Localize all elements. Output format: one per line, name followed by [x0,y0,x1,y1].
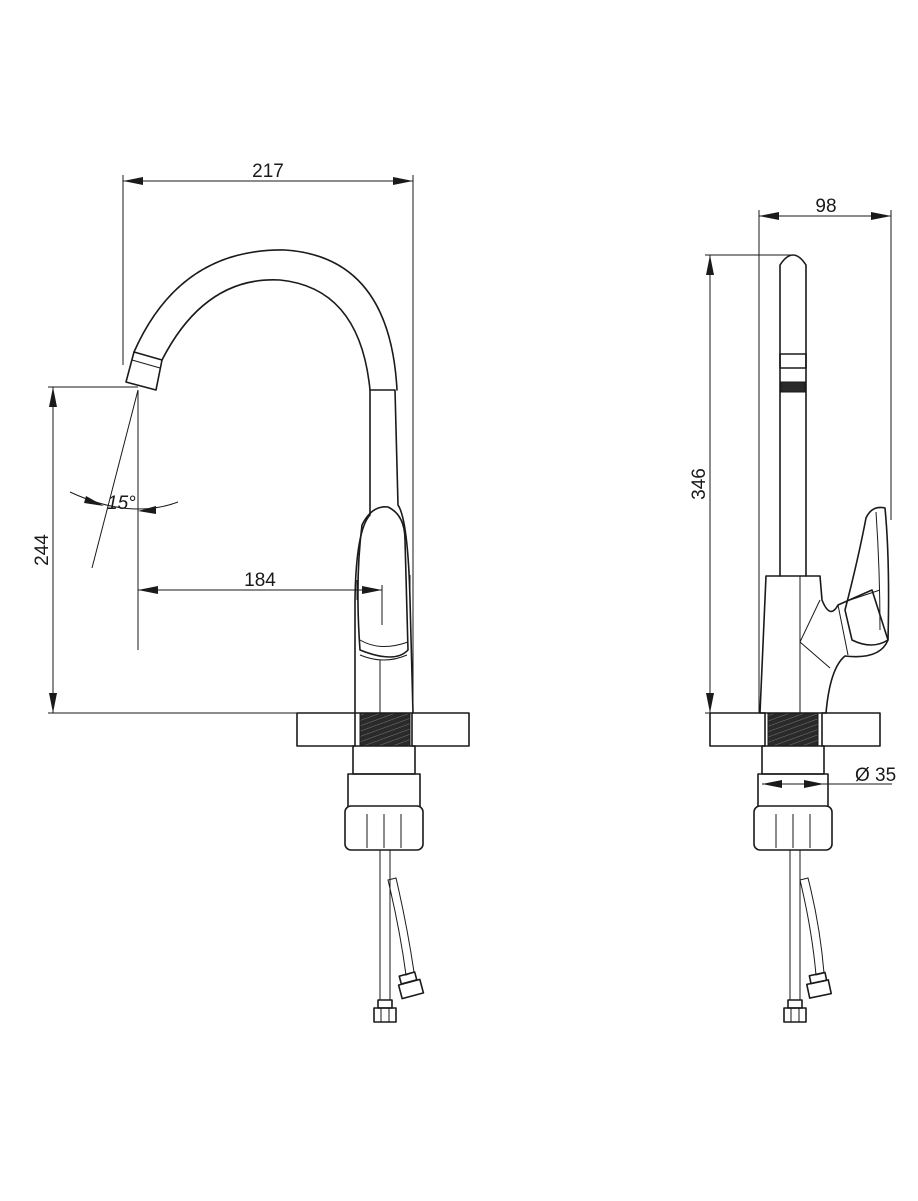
front-mounting-nut [344,745,424,851]
side-spout-stem [779,254,807,577]
front-shank-thread [359,712,411,747]
side-dim-width-label: 98 [815,196,836,217]
side-dim-diameter-label: Ø 35 [855,765,896,786]
front-dim-angle-label: 15° [107,493,136,514]
front-supply-hoses [373,849,425,1023]
side-dim-height: 346 [689,254,793,714]
front-dim-reach-label: 184 [244,570,276,591]
side-dim-height-label: 346 [689,468,710,500]
front-view: 217 244 184 15° [32,161,470,1023]
side-supply-hoses [783,849,833,1023]
front-dim-angle: 15° [69,389,179,569]
side-shank-thread [767,712,819,747]
front-dim-height: 244 [32,386,300,714]
side-faucet-body [759,575,889,714]
side-mounting-nut [753,745,833,851]
front-dim-reach: 184 [137,390,383,650]
side-dim-width: 98 [758,196,892,713]
side-view: 98 346 Ø 35 [689,196,896,1023]
front-dim-height-label: 244 [32,534,53,566]
side-lever-handle [844,506,890,646]
front-countertop [296,712,470,747]
front-faucet-body [354,389,414,714]
front-gooseneck-spout [125,249,398,391]
front-dim-width-label: 217 [252,161,284,182]
side-dim-diameter: Ø 35 [762,765,896,788]
front-dim-width: 217 [122,161,414,713]
